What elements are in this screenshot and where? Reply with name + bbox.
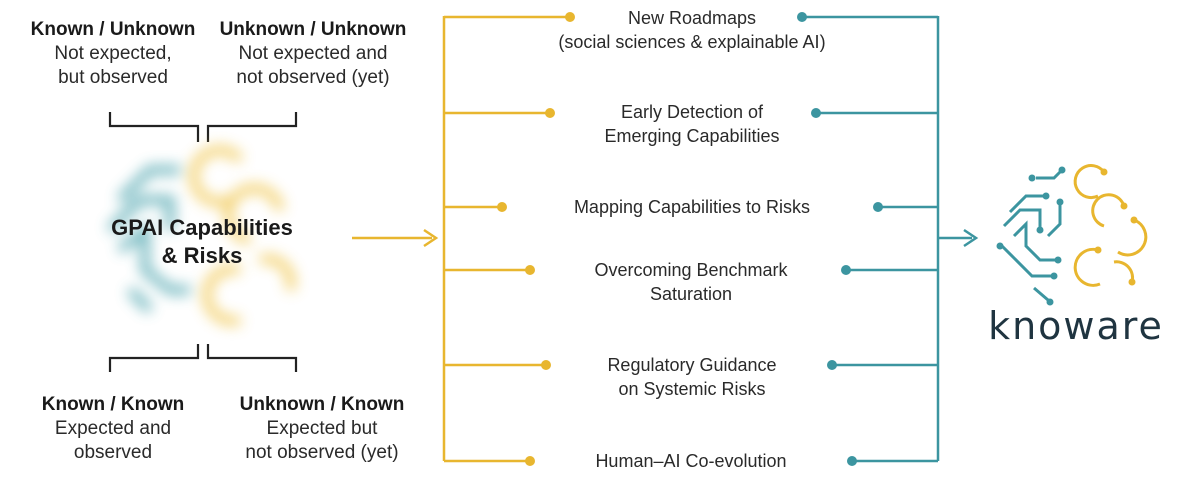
knoware-logo-icon (996, 164, 1148, 306)
quadrant-brackets (108, 112, 298, 372)
bracket-bottom-left (108, 344, 200, 372)
bracket-top-left (108, 112, 200, 142)
gold-dot-5 (541, 360, 551, 370)
gold-dots (497, 12, 575, 466)
teal-dot-6 (847, 456, 857, 466)
teal-dot-3 (873, 202, 883, 212)
teal-dot-2 (811, 108, 821, 118)
quadrant-title: Known / Known (41, 394, 185, 415)
gold-branches (444, 15, 570, 463)
gold-dot-2 (545, 108, 555, 118)
gold-dot-4 (525, 265, 535, 275)
gold-dot-1 (565, 12, 575, 22)
item-human-ai-coevolution: Human–AI Co-evolution (595, 451, 787, 471)
bracket-bottom-right (206, 344, 298, 372)
teal-dot-4 (841, 265, 851, 275)
item-regulatory-guidance: Regulatory Guidance on Systemic Risks (607, 355, 777, 399)
quadrant-bottom-left: Known / Known Expected and observed (8, 393, 218, 465)
quadrant-title: Unknown / Unknown (219, 19, 407, 40)
bracket-top-right (206, 112, 298, 142)
gold-dot-3 (497, 202, 507, 212)
brand-name: knoware (988, 304, 1164, 348)
item-benchmark-saturation: Overcoming Benchmark Saturation (594, 260, 788, 304)
output-arrow-head (963, 228, 979, 248)
teal-dots (797, 12, 883, 466)
center-label: GPAI Capabilities & Risks (111, 215, 293, 268)
quadrant-bottom-right: Unknown / Known Expected but not observe… (212, 393, 432, 465)
item-mapping-capabilities: Mapping Capabilities to Risks (573, 197, 811, 217)
quadrant-top-left: Known / Unknown Not expected, but observ… (8, 18, 218, 90)
quadrant-description: Not expected and not observed (yet) (236, 43, 390, 88)
quadrant-description: Expected and observed (54, 418, 172, 463)
teal-branches (802, 15, 938, 463)
item-early-detection: Early Detection of Emerging Capabilities (604, 102, 780, 146)
quadrant-title: Known / Unknown (30, 19, 196, 40)
blurred-knoware-logo-icon (106, 145, 296, 326)
gold-dot-6 (525, 456, 535, 466)
item-new-roadmaps: New Roadmaps (social sciences & explaina… (558, 8, 826, 52)
teal-dot-1 (797, 12, 807, 22)
quadrant-description: Expected but not observed (yet) (245, 418, 399, 463)
quadrant-description: Not expected, but observed (54, 43, 172, 88)
teal-dot-5 (827, 360, 837, 370)
quadrant-title: Unknown / Known (239, 394, 405, 415)
quadrant-top-right: Unknown / Unknown Not expected and not o… (200, 18, 426, 90)
input-arrow-head (423, 228, 439, 248)
